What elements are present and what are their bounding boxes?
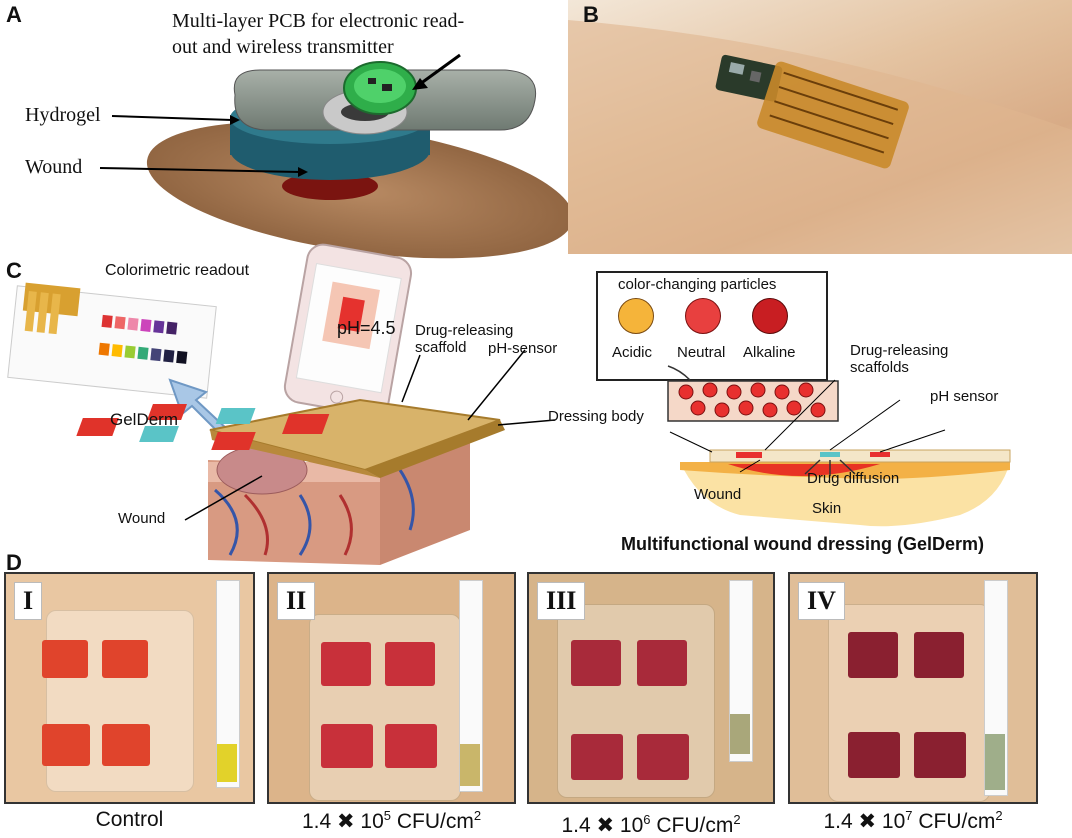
neutral-label: Neutral <box>677 344 726 361</box>
skin-cross-section <box>680 462 1010 527</box>
roman-i: I <box>14 582 43 620</box>
hydrogel-label: Hydrogel <box>25 104 101 126</box>
wound-label-a: Wound <box>25 156 83 178</box>
sensor-square <box>42 640 88 678</box>
acidic-particle <box>618 298 654 334</box>
sensor-square <box>571 640 621 686</box>
sensor-square <box>637 640 687 686</box>
sensor-square <box>321 724 373 768</box>
sensor-square <box>42 724 90 766</box>
arm-sensor-drawing <box>568 20 1072 254</box>
photo-iii: III <box>527 572 775 804</box>
zoom-particles <box>678 382 826 418</box>
sensor-square <box>102 640 148 678</box>
wound-label-c-right: Wound <box>694 486 742 503</box>
alkaline-particle <box>752 298 788 334</box>
caption-ii: 1.4 ✖ 105 CFU/cm2 <box>301 808 482 833</box>
roman-iv: IV <box>798 582 845 620</box>
ph-sensor-label-left: pH-sensor <box>488 340 558 357</box>
dressing-sheet <box>76 398 505 478</box>
alkaline-label: Alkaline <box>743 344 796 361</box>
arm-photo <box>568 0 1072 254</box>
roman-ii: II <box>277 582 316 620</box>
panel-letter-b: B <box>583 2 599 27</box>
drug-diffusion-label: Drug diffusion <box>807 470 900 487</box>
panel-letter-c: C <box>6 258 22 283</box>
ph-strip-card <box>7 282 217 399</box>
wound-label-c-left: Wound <box>118 510 166 527</box>
sensor-square <box>321 642 371 686</box>
pcb-label-line2: out and wireless transmitter <box>172 36 394 58</box>
photo-iv: IV <box>788 572 1038 804</box>
caption-i: Control <box>95 808 164 831</box>
sensor-square <box>848 732 900 778</box>
ph-sensor-label-right: pH sensor <box>930 388 999 405</box>
particles-title: color-changing particles <box>618 276 777 293</box>
photo-ii: II <box>267 572 516 804</box>
roman-iii: III <box>537 582 586 620</box>
colorimetric-readout-label: Colorimetric readout <box>105 262 250 279</box>
gelderm-label: GelDerm <box>110 410 179 429</box>
panel-letter-d: D <box>6 550 22 575</box>
phone-reading: pH=4.5 <box>337 318 396 338</box>
multifunctional-subtitle: Multifunctional wound dressing (GelDerm) <box>621 534 985 554</box>
drug-releasing-scaffold-label: Drug-releasing scaffold <box>415 322 514 356</box>
sensor-square <box>385 724 437 768</box>
neutral-particle <box>685 298 721 334</box>
acidic-label: Acidic <box>612 344 653 361</box>
ph-strip-reading <box>460 744 480 786</box>
skin-label: Skin <box>812 500 842 517</box>
photo-i: I <box>4 572 255 804</box>
sensor-square <box>848 632 898 678</box>
pcb-label-line1: Multi-layer PCB for electronic read- <box>172 10 465 32</box>
sensor-square <box>385 642 435 686</box>
panel-letter-a: A <box>6 2 22 27</box>
sensor-square <box>914 632 964 678</box>
sensor-square <box>102 724 150 766</box>
caption-iv: 1.4 ✖ 107 CFU/cm2 <box>823 808 1003 833</box>
dressing-body-label: Dressing body <box>548 408 644 425</box>
sensor-square <box>571 734 623 780</box>
smartphone <box>283 243 413 417</box>
drug-releasing-scaffolds-label: Drug-releasing scaffolds <box>850 342 949 376</box>
caption-iii: 1.4 ✖ 106 CFU/cm2 <box>561 812 741 837</box>
ph-strip-reading <box>985 734 1005 790</box>
ph-strip-reading <box>217 744 237 782</box>
ph-strip-reading <box>730 714 750 754</box>
sensor-square <box>637 734 689 780</box>
sensor-square <box>914 732 966 778</box>
